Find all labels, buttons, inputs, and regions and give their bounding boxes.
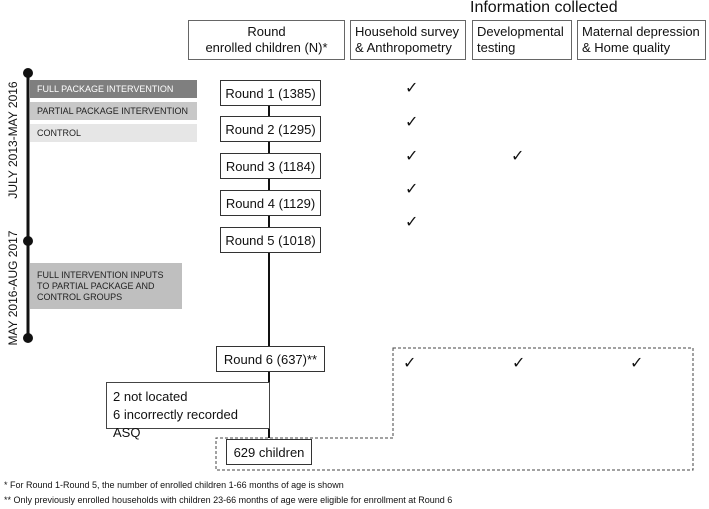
group-full-package-label: FULL PACKAGE INTERVENTION xyxy=(37,83,174,94)
header-round-line2: enrolled children (N)* xyxy=(205,40,328,55)
final-children-box: 629 children xyxy=(226,439,312,465)
group-full-inputs-line2: TO PARTIAL PACKAGE AND xyxy=(37,280,155,291)
header-dev-line1: Developmental xyxy=(477,24,564,39)
timeline-dot-end xyxy=(23,333,33,343)
timeline-period2-label: MAY 2016-AUG 2017 xyxy=(6,230,20,346)
round-4-box: Round 4 (1129) xyxy=(220,190,321,216)
header-dev-line2: testing xyxy=(477,40,516,55)
check-round5-household: ✓ xyxy=(405,212,419,231)
exclusion-incorrect-asq: 6 incorrectly recorded ASQ xyxy=(113,407,238,440)
check-round4-household: ✓ xyxy=(405,179,419,198)
round-1-box: Round 1 (1385) xyxy=(220,80,321,106)
group-full-inputs: FULL INTERVENTION INPUTS TO PARTIAL PACK… xyxy=(30,263,182,309)
group-partial-package-label: PARTIAL PACKAGE INTERVENTION xyxy=(37,105,189,116)
header-dev-column: Developmental testing xyxy=(472,20,572,60)
timeline-period1-label: JULY 2013-MAY 2016 xyxy=(6,81,20,199)
round-3-box: Round 3 (1184) xyxy=(220,153,321,179)
exclusion-not-located: 2 not located xyxy=(113,389,188,404)
header-household-column: Household survey & Anthropometry xyxy=(350,20,466,60)
check-round1-household: ✓ xyxy=(405,78,419,97)
footnote-2: ** Only previously enrolled households w… xyxy=(4,495,453,505)
check-round2-household: ✓ xyxy=(405,112,419,131)
group-full-inputs-line3: CONTROL GROUPS xyxy=(37,291,123,302)
page-title: Information collected xyxy=(470,0,618,16)
check-round6-maternal: ✓ xyxy=(630,353,644,372)
round-5-box: Round 5 (1018) xyxy=(220,227,321,253)
group-full-inputs-line1: FULL INTERVENTION INPUTS xyxy=(37,269,164,280)
check-round3-dev: ✓ xyxy=(511,146,525,165)
header-round-column: Round enrolled children (N)* xyxy=(188,20,345,60)
group-control: CONTROL xyxy=(30,124,197,142)
round6-dashed-region xyxy=(215,347,694,471)
round-6-box: Round 6 (637)** xyxy=(216,346,325,372)
header-maternal-line2: & Home quality xyxy=(582,40,671,55)
group-full-package: FULL PACKAGE INTERVENTION xyxy=(30,80,197,98)
header-household-line2: & Anthropometry xyxy=(355,40,452,55)
header-household-line1: Household survey xyxy=(355,24,460,39)
timeline-dot-start xyxy=(23,68,33,78)
header-maternal-line1: Maternal depression xyxy=(582,24,700,39)
check-round3-household: ✓ xyxy=(405,146,419,165)
header-round-line1: Round xyxy=(247,24,286,39)
group-control-label: CONTROL xyxy=(37,127,82,138)
footnote-1: * For Round 1-Round 5, the number of enr… xyxy=(4,480,344,490)
group-partial-package: PARTIAL PACKAGE INTERVENTION xyxy=(30,102,197,120)
check-round6-household: ✓ xyxy=(403,353,417,372)
round-2-box: Round 2 (1295) xyxy=(220,116,321,142)
header-maternal-column: Maternal depression & Home quality xyxy=(577,20,706,60)
timeline-dot-mid xyxy=(23,236,33,246)
check-round6-dev: ✓ xyxy=(512,353,526,372)
exclusions-box: 2 not located 6 incorrectly recorded ASQ xyxy=(106,382,270,440)
